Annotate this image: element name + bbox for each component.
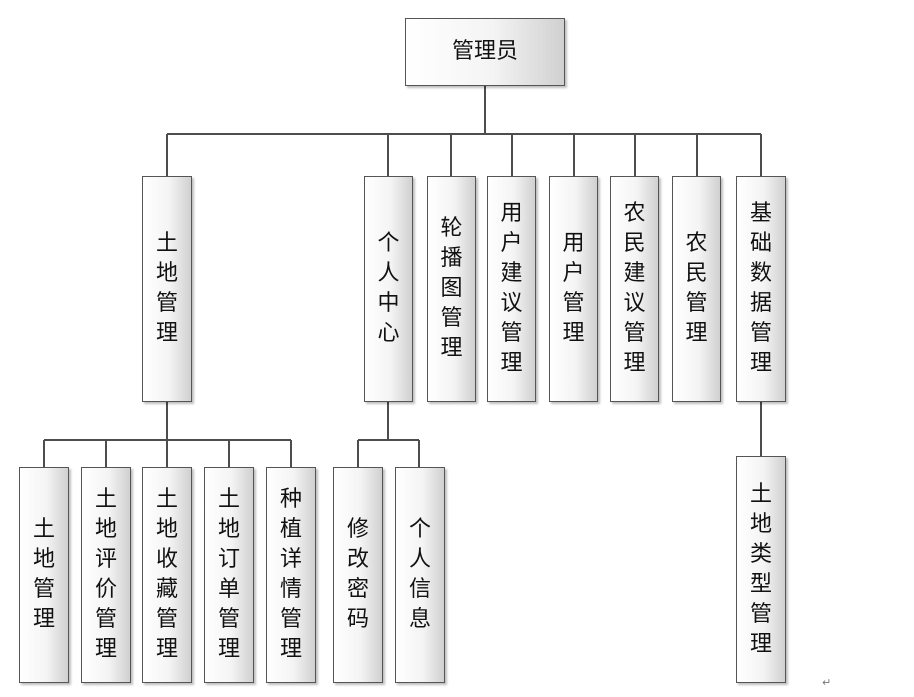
node-land-order-management: 土地订单管理 (204, 467, 254, 683)
paragraph-mark-icon: ↵ (822, 676, 832, 689)
node-land-sub-management: 土地管理 (19, 467, 69, 683)
root-node-admin: 管理员 (405, 18, 565, 86)
node-change-password: 修改密码 (333, 467, 383, 683)
root-node-label: 管理员 (451, 39, 518, 64)
node-carousel-management: 轮播图管理 (427, 176, 476, 402)
node-personal-info: 个人信息 (395, 467, 445, 683)
node-farmer-management: 农民管理 (672, 176, 721, 402)
node-label: 土地订单管理 (217, 487, 240, 662)
node-basic-data-management: 基础数据管理 (736, 176, 786, 402)
node-personal-center: 个人中心 (364, 176, 413, 402)
node-label: 修改密码 (346, 517, 369, 632)
node-label: 土地管理 (32, 517, 55, 632)
node-land-review-management: 土地评价管理 (81, 467, 131, 683)
node-label: 农民管理 (685, 231, 708, 346)
node-label: 土地管理 (155, 231, 178, 346)
node-label: 用户管理 (562, 231, 585, 346)
node-label: 土地类型管理 (749, 481, 772, 657)
node-label: 个人信息 (408, 517, 431, 632)
node-label: 农民建议管理 (623, 201, 646, 376)
node-label: 土地评价管理 (94, 487, 117, 662)
node-label: 基础数据管理 (749, 201, 772, 376)
node-planting-detail-management: 种植详情管理 (266, 467, 316, 683)
node-label: 用户建议管理 (500, 201, 523, 376)
node-label: 土地收藏管理 (155, 487, 178, 662)
node-land-type-management: 土地类型管理 (736, 456, 786, 683)
node-land-favorite-management: 土地收藏管理 (142, 467, 192, 683)
node-label: 轮播图管理 (440, 216, 463, 361)
node-land-management: 土地管理 (142, 176, 192, 402)
node-farmer-advice-management: 农民建议管理 (610, 176, 659, 402)
node-user-management: 用户管理 (549, 176, 598, 402)
node-label: 个人中心 (377, 231, 400, 346)
node-label: 种植详情管理 (279, 487, 302, 662)
node-user-advice-management: 用户建议管理 (487, 176, 536, 402)
